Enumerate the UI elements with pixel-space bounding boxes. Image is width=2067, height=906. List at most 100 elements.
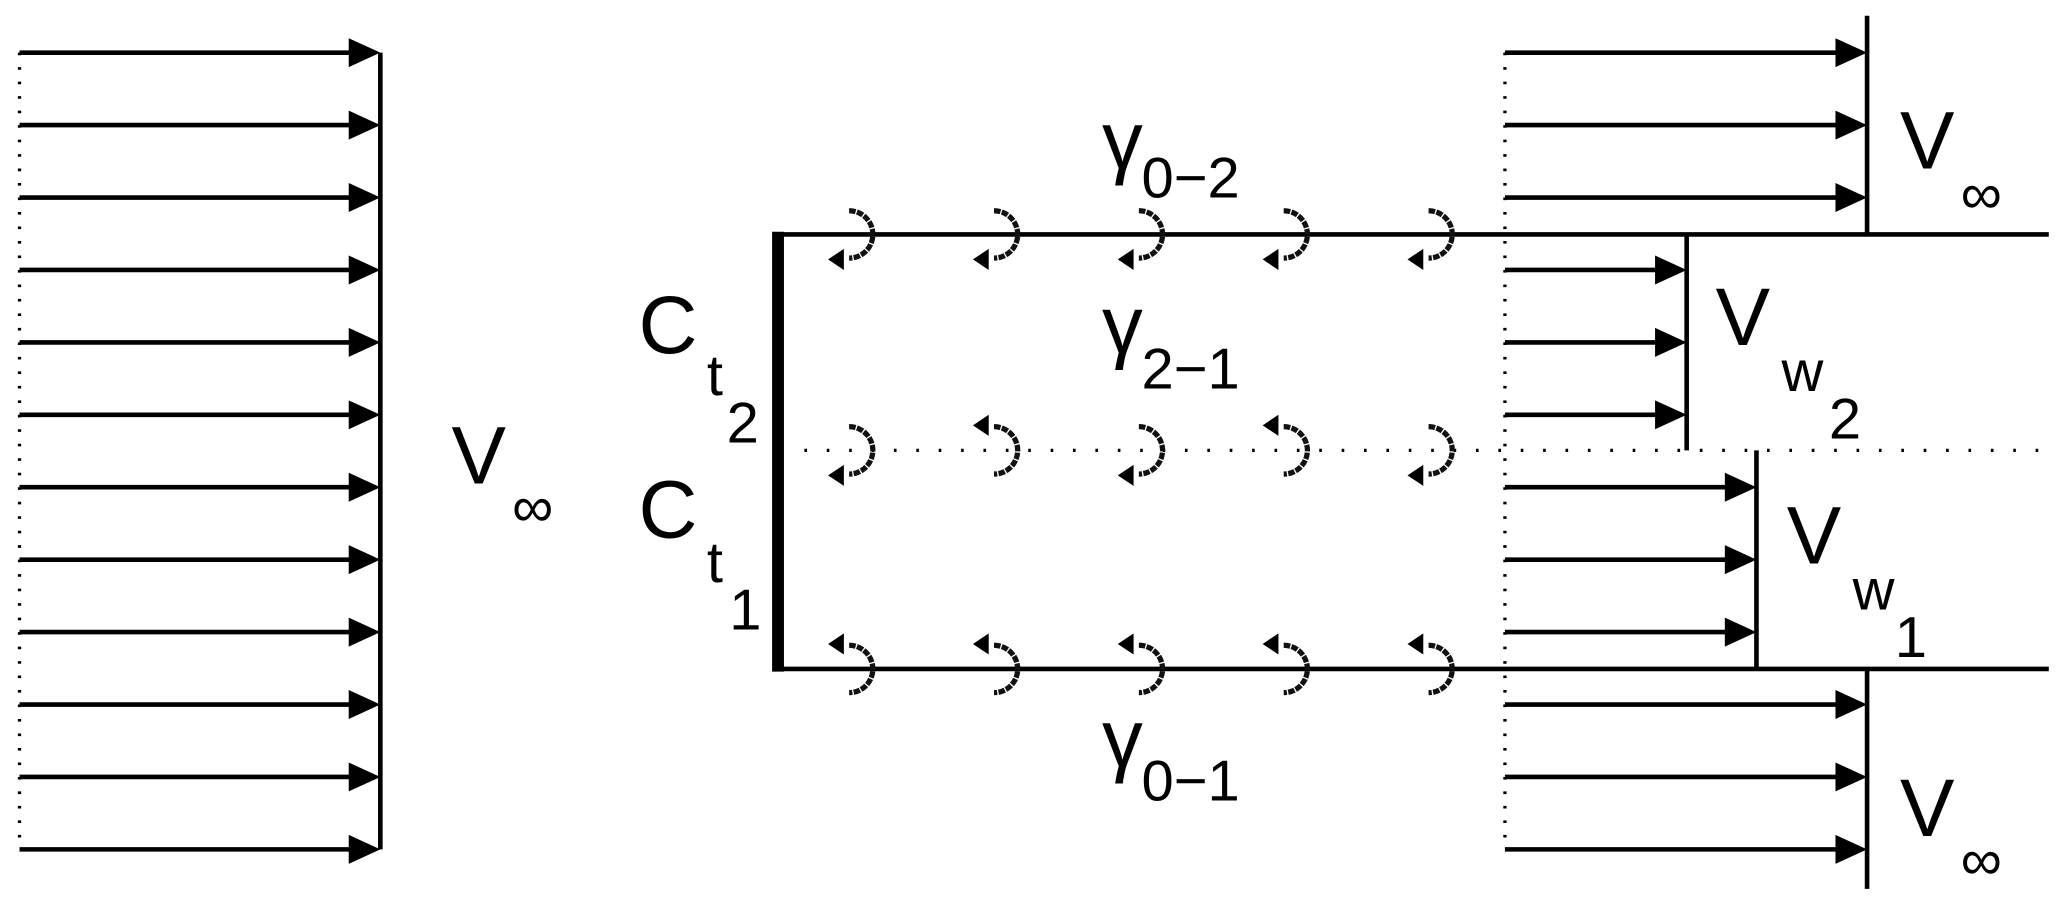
velocity-arrowhead — [348, 617, 381, 647]
vortex-icon — [1117, 208, 1166, 270]
velocity-arrowhead — [1724, 472, 1757, 502]
velocity-arrowhead — [348, 545, 381, 575]
streamtube-lines — [17, 15, 2049, 889]
vortex-arrowhead — [828, 248, 844, 270]
label-freestream-lower: V ∞ — [1900, 763, 2002, 892]
vortex-arrowhead — [828, 464, 844, 486]
label-c: C — [638, 464, 697, 555]
velocity-arrowhead — [348, 400, 381, 430]
vortex-arc — [1428, 424, 1455, 477]
vortex-arc — [993, 424, 1021, 477]
velocity-arrowhead — [1835, 183, 1868, 213]
label-v: V — [1900, 763, 1955, 854]
vortex-arrowhead — [1262, 633, 1279, 655]
vortex-arc — [993, 642, 1021, 696]
label-gamma-2-1: γ 2−1 — [1102, 280, 1240, 402]
label-index: 0−2 — [1141, 147, 1239, 211]
velocity-arrowhead — [348, 762, 381, 792]
label-gamma: γ — [1102, 280, 1143, 371]
vortex-arc — [848, 424, 876, 477]
label-gamma: γ — [1102, 693, 1143, 784]
vortex-arc — [1283, 424, 1310, 477]
label-index: 1 — [729, 578, 761, 642]
velocity-arrows — [19, 38, 1868, 864]
vortex-icon — [1117, 424, 1166, 486]
label-wake-2: V w 2 — [1716, 272, 1861, 451]
label-gamma: γ — [1102, 96, 1143, 187]
vortex-arrowhead — [1117, 464, 1134, 486]
velocity-arrowhead — [348, 834, 381, 864]
vortex-arc — [1283, 208, 1310, 261]
vortex-arrowhead — [972, 414, 989, 436]
vortex-arc — [1138, 208, 1166, 261]
vortex-icon — [1117, 633, 1166, 696]
vortex-sheets — [828, 208, 1455, 696]
velocity-arrowhead — [348, 255, 381, 285]
label-t: t — [707, 531, 723, 595]
label-w: w — [1780, 340, 1823, 404]
velocity-arrowhead — [1655, 327, 1687, 357]
label-c: C — [638, 280, 697, 371]
velocity-arrowhead — [1655, 400, 1687, 430]
label-w: w — [1852, 559, 1895, 623]
vortex-arc — [993, 208, 1021, 261]
vortex-arc — [848, 208, 876, 261]
vortex-icon — [828, 633, 876, 696]
vortex-arc — [1138, 424, 1166, 477]
vortex-arc — [1283, 642, 1310, 696]
vortex-icon — [972, 633, 1021, 696]
label-infinity: ∞ — [512, 476, 553, 540]
label-gamma-0-1: γ 0−1 — [1102, 693, 1240, 813]
vortex-arrowhead — [828, 633, 844, 655]
velocity-arrowhead — [1655, 255, 1687, 285]
label-index: 1 — [1895, 606, 1927, 670]
vortex-icon — [1407, 424, 1455, 486]
vortex-arrowhead — [972, 248, 989, 270]
label-infinity: ∞ — [1961, 162, 2002, 226]
vortex-icon — [1407, 208, 1455, 270]
vortex-arrowhead — [1262, 414, 1279, 436]
vortex-icon — [828, 208, 876, 270]
velocity-arrowhead — [348, 38, 381, 68]
label-t: t — [707, 344, 723, 408]
velocity-arrowhead — [1724, 545, 1757, 575]
label-v: V — [1900, 96, 1955, 187]
vortex-arc — [1428, 208, 1455, 261]
label-index: 0−1 — [1141, 750, 1239, 814]
label-thrust-1: C t 1 — [638, 464, 761, 642]
vortex-icon — [1262, 208, 1310, 270]
vortex-arrowhead — [972, 633, 989, 655]
label-freestream-upper: V ∞ — [1900, 96, 2002, 227]
label-index: 2 — [727, 391, 759, 455]
label-infinity: ∞ — [1961, 829, 2002, 893]
vortex-arrowhead — [1117, 248, 1134, 270]
velocity-arrowhead — [348, 183, 381, 213]
vortex-arc — [848, 642, 876, 696]
label-thrust-2: C t 2 — [638, 280, 758, 456]
velocity-arrowhead — [1835, 834, 1868, 864]
vortex-icon — [828, 424, 876, 486]
label-wake-1: V w 1 — [1787, 491, 1927, 670]
label-index: 2−1 — [1141, 337, 1239, 401]
velocity-arrowhead — [1835, 38, 1868, 68]
vortex-arrowhead — [1262, 248, 1279, 270]
label-index: 2 — [1829, 388, 1861, 452]
vortex-icon — [1407, 633, 1455, 696]
velocity-arrowhead — [348, 690, 381, 720]
vortex-arrowhead — [1407, 633, 1424, 655]
velocity-arrowhead — [348, 472, 381, 502]
vortex-icon — [1262, 633, 1310, 696]
label-v: V — [1787, 491, 1842, 582]
vortex-icon — [972, 414, 1021, 477]
velocity-arrowhead — [348, 327, 381, 357]
label-v: V — [1716, 272, 1771, 363]
vortex-arrowhead — [1117, 633, 1134, 655]
label-freestream-left: V ∞ — [451, 410, 553, 539]
velocity-arrowhead — [1724, 617, 1757, 647]
velocity-arrowhead — [1835, 110, 1868, 140]
vortex-arc — [1428, 642, 1455, 696]
label-gamma-0-2: γ 0−2 — [1102, 96, 1240, 211]
velocity-arrowhead — [348, 110, 381, 140]
